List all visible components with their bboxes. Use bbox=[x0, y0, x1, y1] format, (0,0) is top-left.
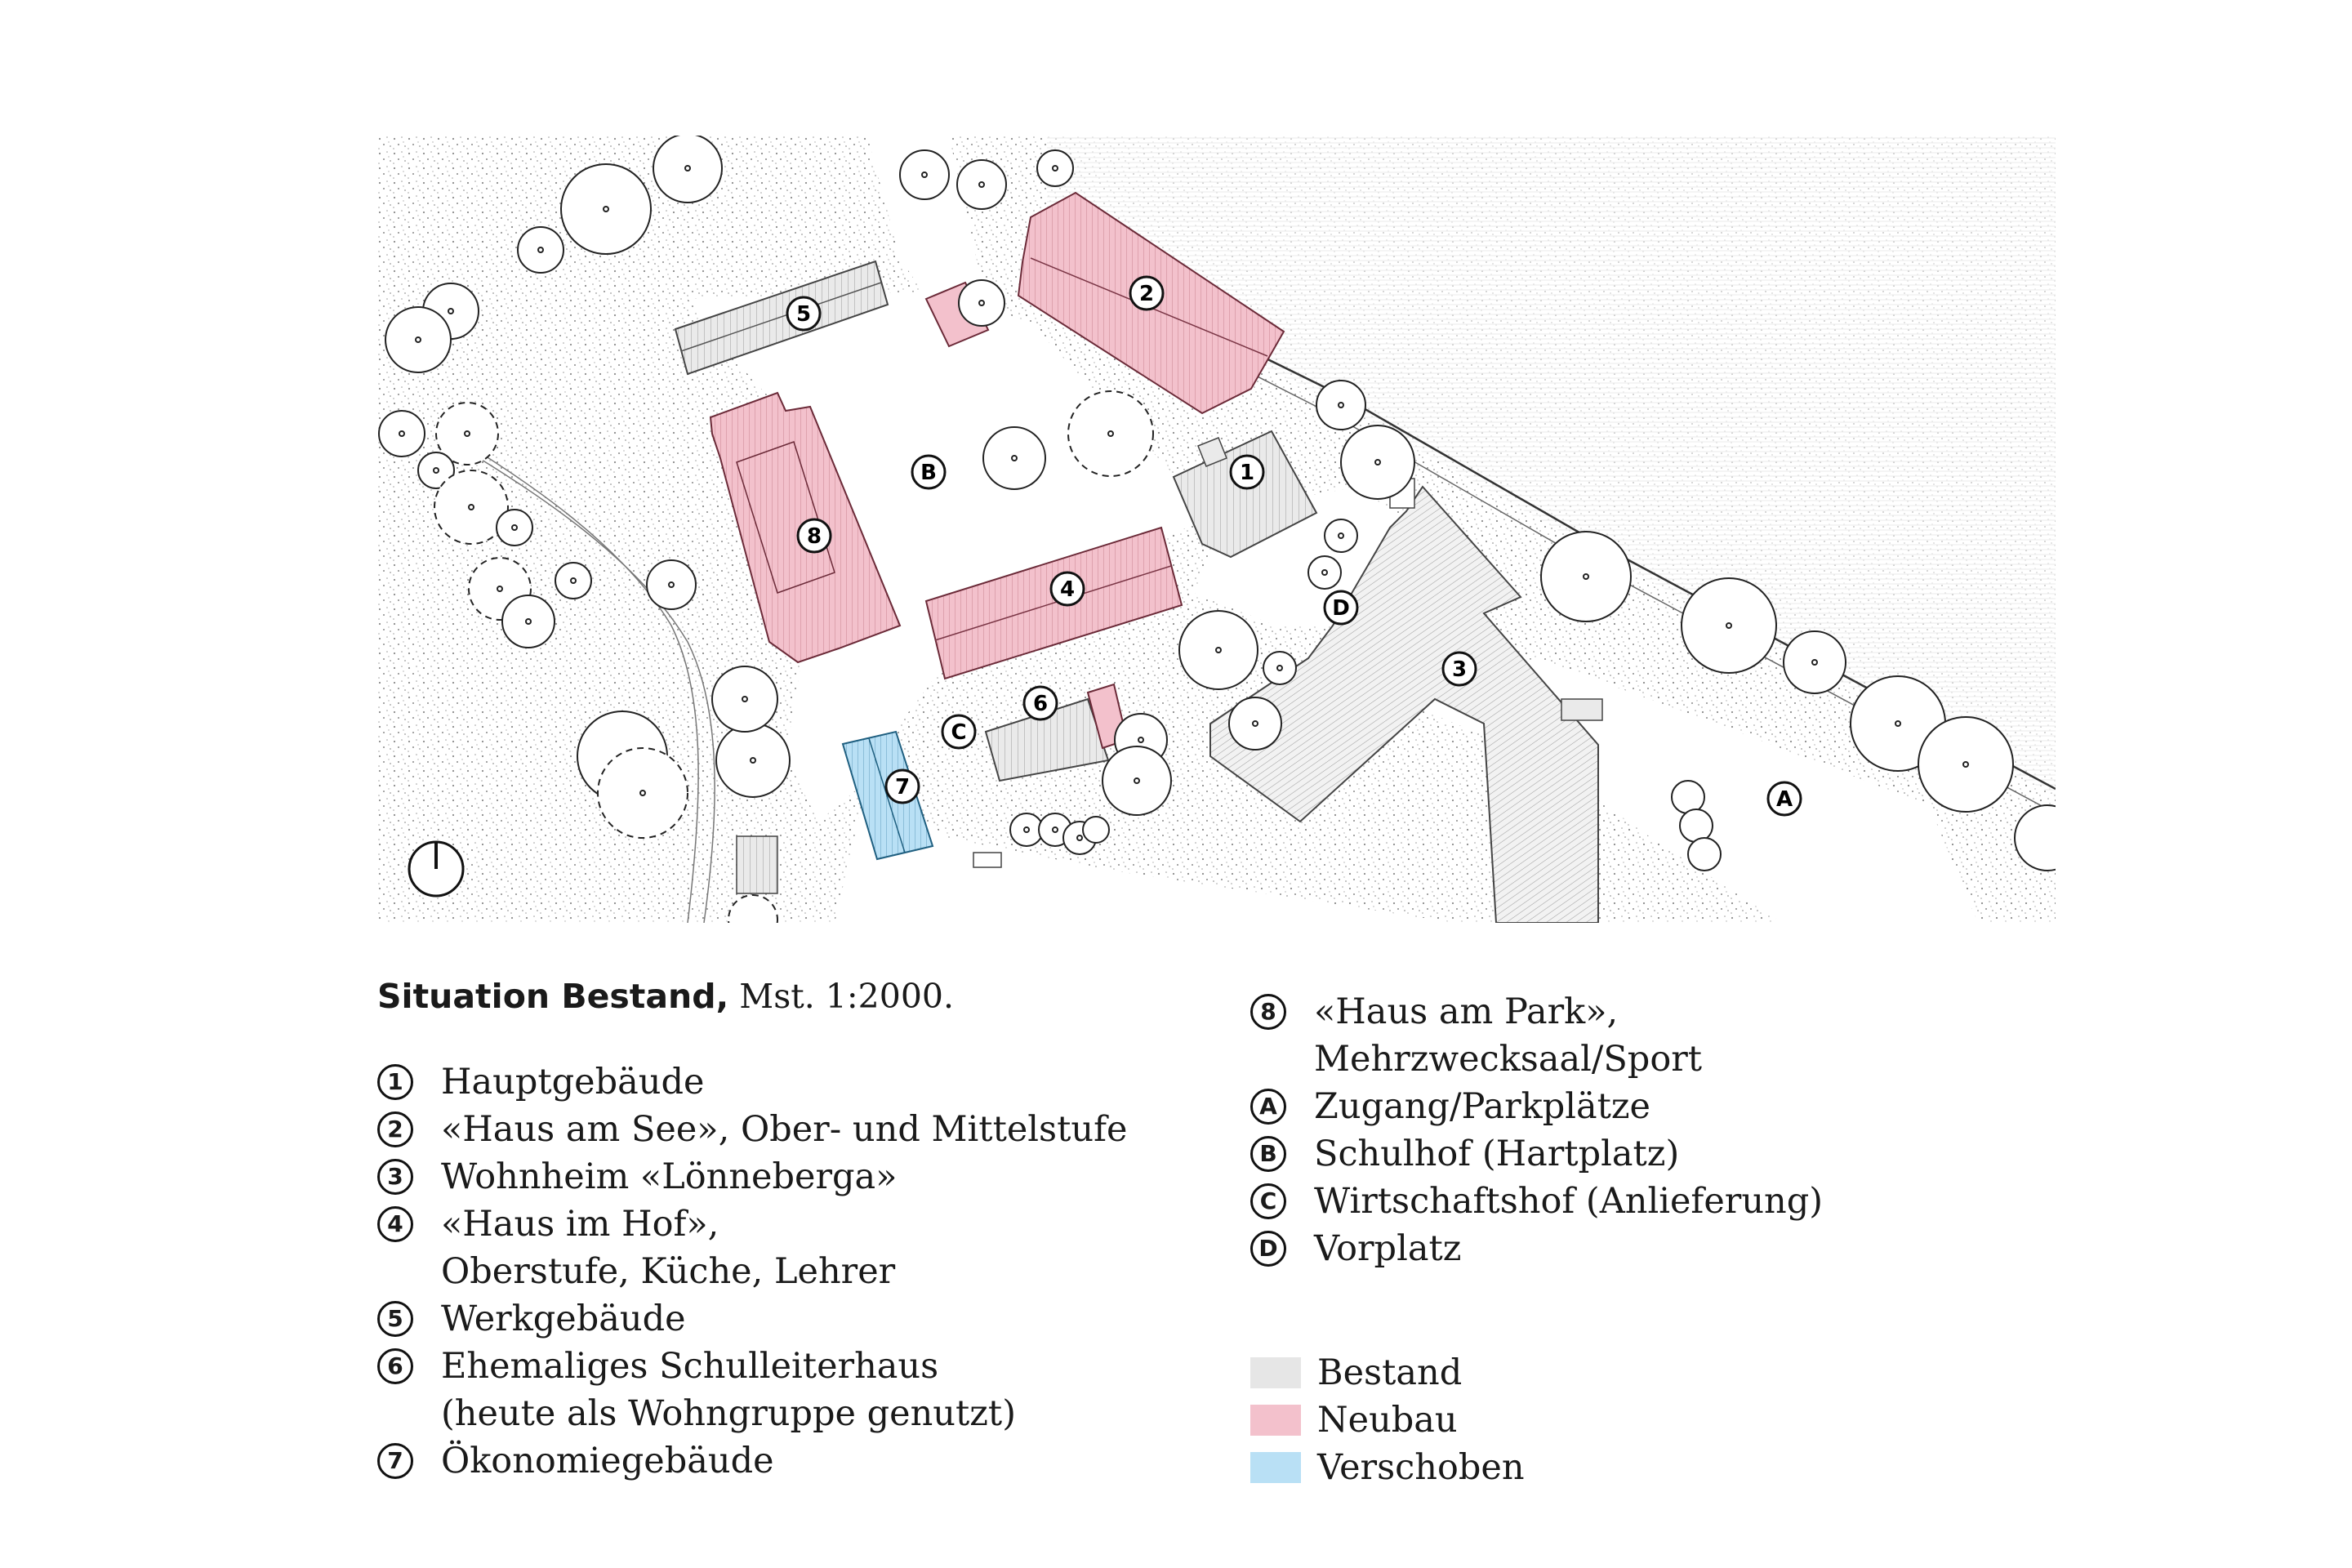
map-caption: Situation Bestand, Mst. 1:2000. bbox=[377, 977, 954, 1016]
color-swatch bbox=[1250, 1405, 1301, 1436]
legend-number-badge: 7 bbox=[377, 1443, 413, 1479]
legend-item-text: Vorplatz bbox=[1314, 1228, 1462, 1269]
legend-number-badge: 5 bbox=[377, 1301, 413, 1337]
shed bbox=[973, 852, 1002, 868]
svg-text:2: 2 bbox=[1139, 282, 1154, 306]
legend-item-text: Schulhof (Hartplatz) bbox=[1314, 1134, 1680, 1174]
site-plan-map: 1 2 3 4 5 6 7 8 A B C D bbox=[377, 136, 2056, 923]
svg-text:A: A bbox=[1776, 787, 1793, 812]
color-swatch bbox=[1250, 1357, 1301, 1388]
marker-1: 1 bbox=[1229, 454, 1265, 490]
marker-6: 6 bbox=[1022, 685, 1058, 721]
legend-item: A Zugang/Parkplätze bbox=[1250, 1083, 1823, 1130]
legend-buildings: 1 Hauptgebäude 2 «Haus am See», Ober- und M… bbox=[377, 1058, 1127, 1485]
legend-item: 4 «Haus im Hof», Oberstufe, Küche, Lehrer bbox=[377, 1200, 1127, 1295]
legend-number-badge: 8 bbox=[1250, 994, 1286, 1030]
path-west-2 bbox=[458, 445, 715, 923]
color-legend-label: Bestand bbox=[1317, 1352, 1463, 1393]
building-5-workshop bbox=[674, 260, 889, 376]
path-north bbox=[867, 136, 982, 307]
building-1-tower bbox=[1197, 437, 1227, 467]
legend-number-badge: D bbox=[1250, 1231, 1286, 1267]
svg-text:8: 8 bbox=[807, 524, 822, 549]
marker-5: 5 bbox=[786, 296, 822, 332]
legend-item: 1 Hauptgebäude bbox=[377, 1058, 1127, 1106]
color-legend-item: Verschoben bbox=[1250, 1444, 1525, 1491]
building-8-inner bbox=[736, 441, 835, 594]
north-arrow-icon bbox=[408, 840, 465, 898]
legend-number-badge: 1 bbox=[377, 1064, 413, 1100]
legend-item: B Schulhof (Hartplatz) bbox=[1250, 1130, 1823, 1178]
svg-text:D: D bbox=[1332, 596, 1350, 621]
color-legend-item: Neubau bbox=[1250, 1396, 1525, 1444]
svg-text:3: 3 bbox=[1452, 657, 1467, 682]
legend-number-badge: 3 bbox=[377, 1159, 413, 1195]
marker-c: C bbox=[941, 714, 977, 750]
legend-item-text: «Haus am Park», Mehrzwecksaal/Sport bbox=[1314, 991, 1703, 1080]
legend-number-badge: 4 bbox=[377, 1206, 413, 1242]
color-legend-label: Verschoben bbox=[1317, 1447, 1525, 1488]
caption-title: Situation Bestand, bbox=[377, 977, 729, 1016]
legend-item: C Wirtschaftshof (Anlieferung) bbox=[1250, 1178, 1823, 1225]
lake-fill bbox=[1047, 136, 2056, 795]
legend-item: 2 «Haus am See», Ober- und Mittelstufe bbox=[377, 1106, 1127, 1153]
legend-item: 7 Ökonomiegebäude bbox=[377, 1437, 1127, 1485]
legend-item-text: Zugang/Parkplätze bbox=[1314, 1086, 1650, 1127]
color-legend-item: Bestand bbox=[1250, 1349, 1525, 1396]
legend-item: D Vorplatz bbox=[1250, 1225, 1823, 1272]
legend-item: 6 Ehemaliges Schulleiterhaus (heute als W… bbox=[377, 1343, 1127, 1437]
svg-text:4: 4 bbox=[1060, 577, 1075, 602]
road-south bbox=[835, 781, 1455, 923]
legend-item-text: Hauptgebäude bbox=[441, 1062, 705, 1102]
legend-item-text: «Haus am See», Ober- und Mittelstufe bbox=[441, 1109, 1128, 1150]
legend-item-text: Wirtschaftshof (Anlieferung) bbox=[1314, 1181, 1824, 1222]
svg-text:5: 5 bbox=[796, 302, 811, 327]
caption-scale: Mst. 1:2000. bbox=[739, 977, 955, 1016]
legend-item-text: «Haus im Hof», Oberstufe, Küche, Lehrer bbox=[441, 1204, 896, 1292]
marker-d: D bbox=[1323, 590, 1359, 626]
color-legend-label: Neubau bbox=[1317, 1400, 1458, 1441]
svg-text:C: C bbox=[951, 720, 966, 745]
marker-a: A bbox=[1766, 781, 1802, 817]
legend-number-badge: A bbox=[1250, 1089, 1286, 1125]
marker-3: 3 bbox=[1441, 651, 1477, 687]
marker-7: 7 bbox=[884, 768, 920, 804]
color-swatch bbox=[1250, 1452, 1301, 1483]
map-markers: 1 2 3 4 5 6 7 8 A B C D bbox=[786, 275, 1802, 817]
legend-item-text: Wohnheim «Lönneberga» bbox=[441, 1156, 898, 1197]
legend-item: 5 Werkgebäude bbox=[377, 1295, 1127, 1343]
legend-item: 8 «Haus am Park», Mehrzwecksaal/Sport bbox=[1250, 988, 1823, 1083]
shed bbox=[1561, 698, 1603, 721]
marker-2: 2 bbox=[1129, 275, 1165, 311]
svg-text:6: 6 bbox=[1033, 692, 1048, 716]
svg-text:1: 1 bbox=[1240, 461, 1254, 485]
legend-number-badge: C bbox=[1250, 1183, 1286, 1219]
path-west bbox=[442, 429, 699, 923]
shed bbox=[736, 835, 778, 894]
trees bbox=[378, 136, 2056, 923]
legend-number-badge: B bbox=[1250, 1136, 1286, 1172]
marker-4: 4 bbox=[1049, 571, 1085, 607]
marker-8: 8 bbox=[796, 518, 832, 554]
legend-item: 3 Wohnheim «Lönneberga» bbox=[377, 1153, 1127, 1200]
legend-number-badge: 6 bbox=[377, 1348, 413, 1384]
legend-item-text: Ökonomiegebäude bbox=[441, 1441, 774, 1481]
svg-text:7: 7 bbox=[895, 775, 910, 800]
svg-text:B: B bbox=[920, 461, 937, 485]
legend-item-text: Werkgebäude bbox=[441, 1298, 686, 1339]
legend-item-text: Ehemaliges Schulleiterhaus (heute als Wo… bbox=[441, 1346, 1016, 1434]
building-3-dorm bbox=[1209, 485, 1599, 923]
marker-b: B bbox=[911, 454, 947, 490]
legend-number-badge: 2 bbox=[377, 1111, 413, 1147]
